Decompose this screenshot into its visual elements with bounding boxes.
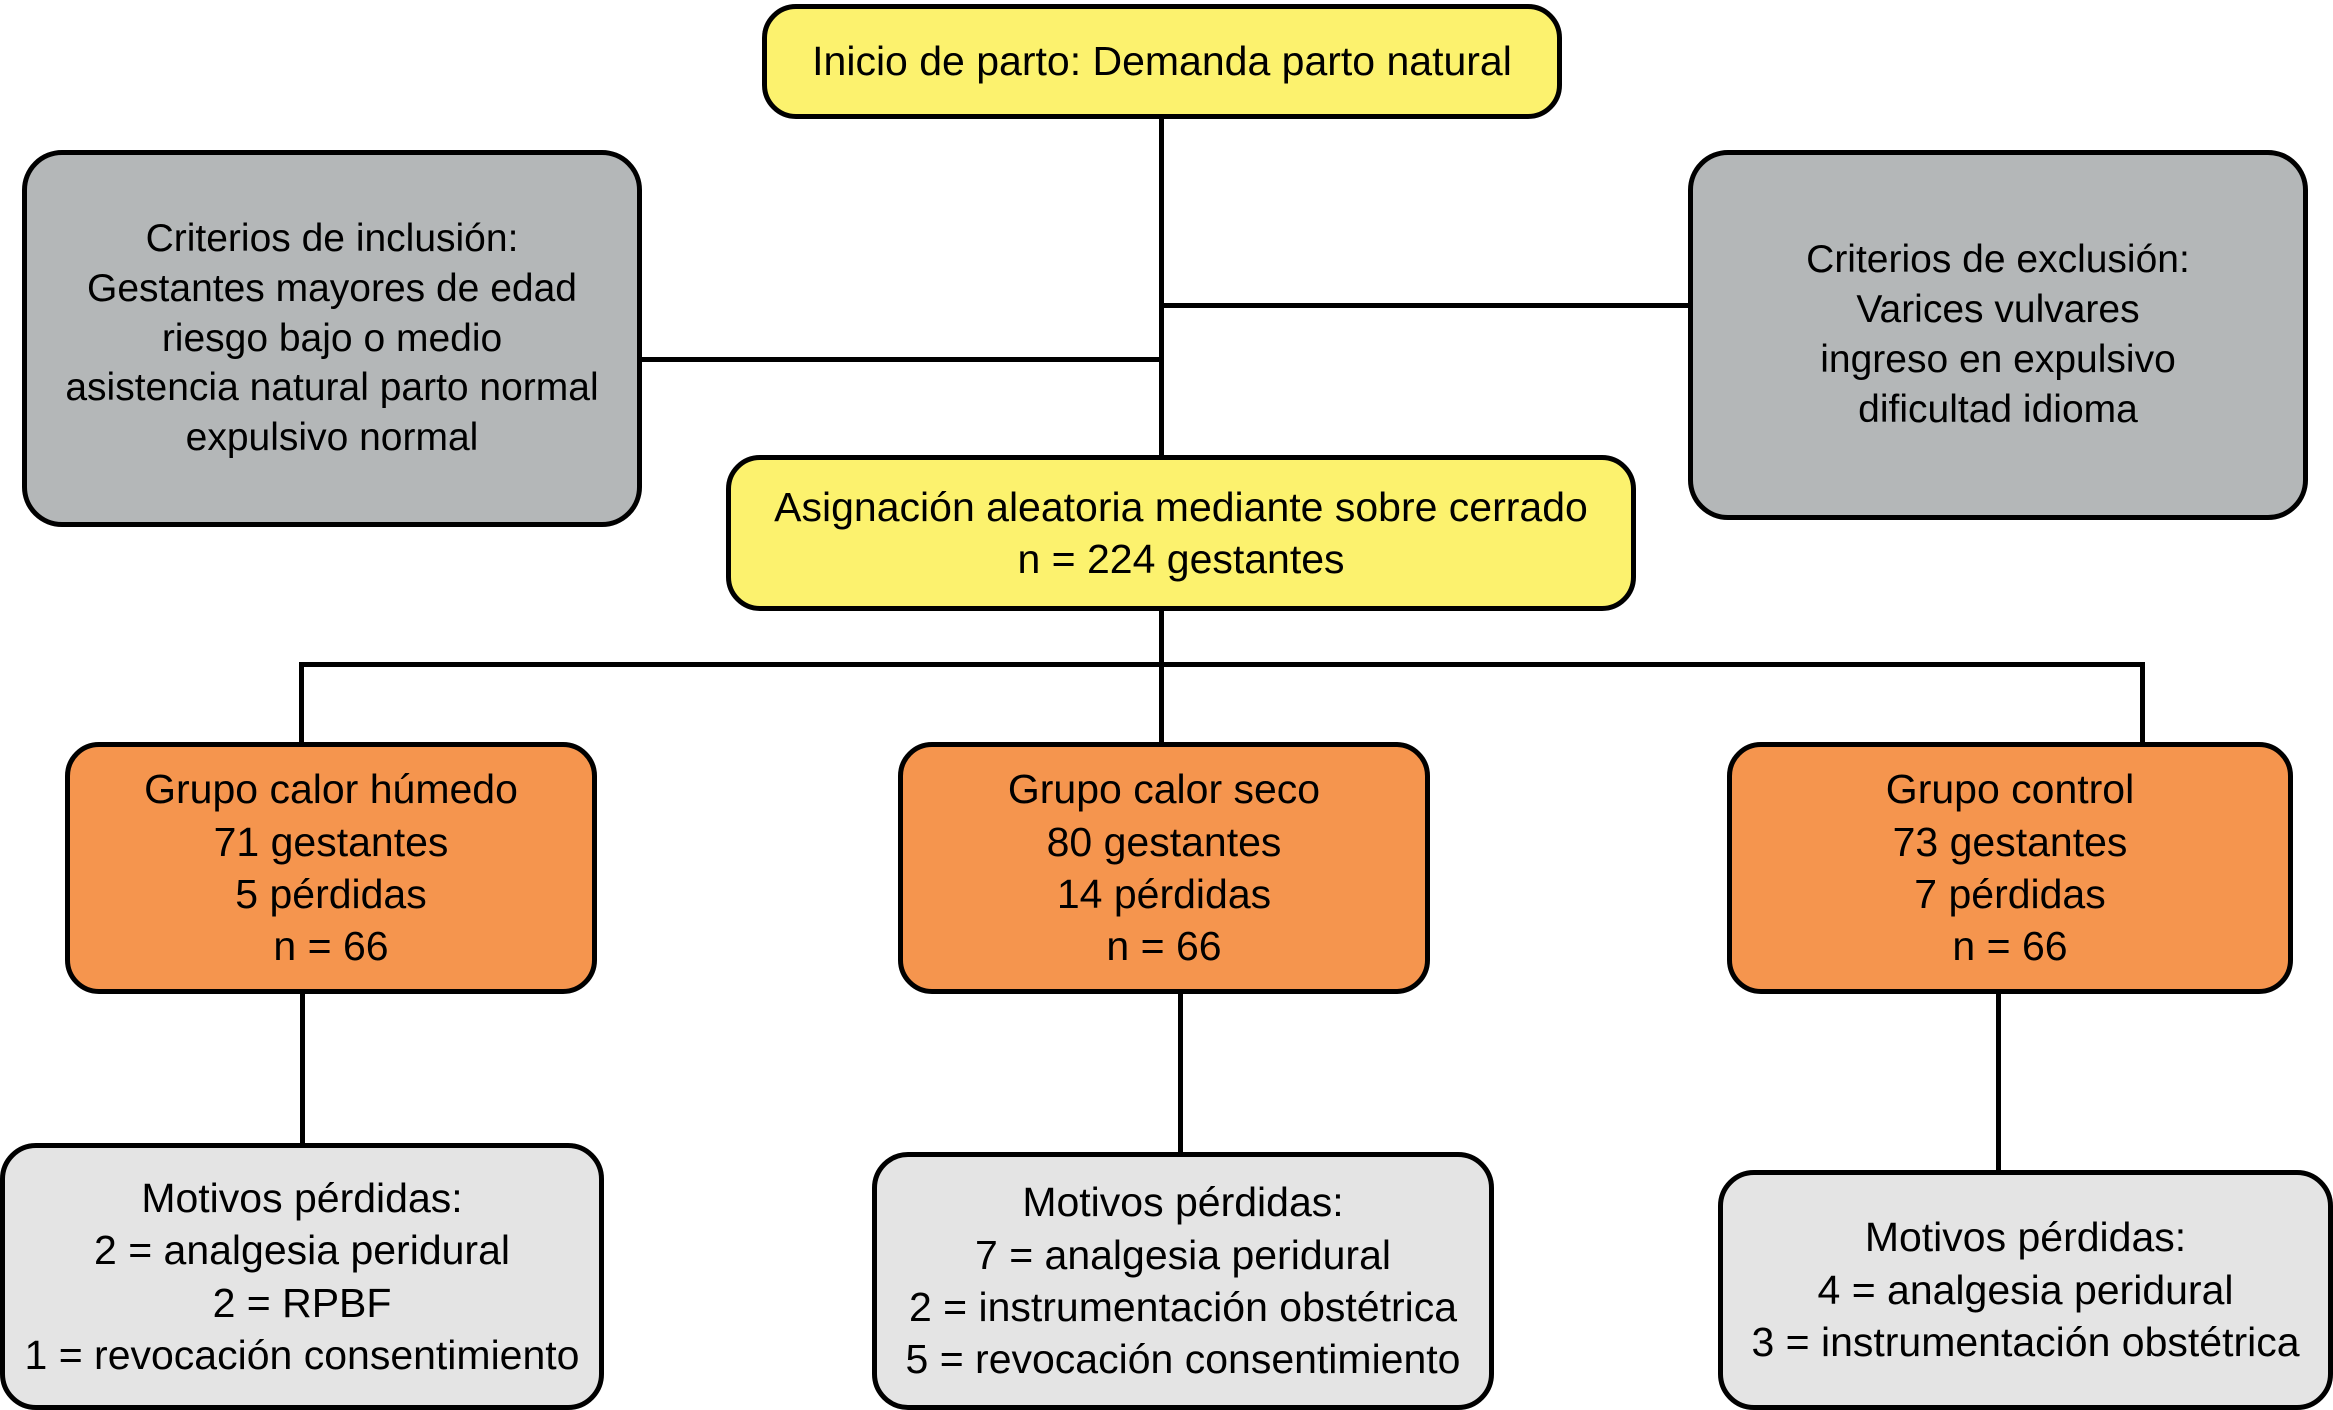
connector-to-inclusion (637, 357, 1164, 362)
connector-randomization-stem (1159, 609, 1164, 667)
connector-branch-to-group-dry (1159, 662, 1164, 746)
node-group-dry-heat-line-2: 80 gestantes (1046, 818, 1282, 865)
node-exclusion-line-3: ingreso en expulsivo (1820, 338, 2176, 381)
node-group-dry-heat-line-1: Grupo calor seco (1007, 766, 1321, 813)
connector-group-branch-bar (299, 662, 2145, 667)
node-group-control-line-2: 73 gestantes (1892, 818, 2128, 865)
node-exclusion-line-2: Varices vulvares (1856, 288, 2140, 332)
node-randomization-line-1: Asignación aleatoria mediante sobre cerr… (774, 483, 1588, 530)
connector-start-to-randomization (1159, 117, 1164, 457)
node-group-moist-heat-line-2: 71 gestantes (213, 818, 449, 865)
node-losses-control-line-2: 4 = analgesia peridural (1817, 1266, 2234, 1313)
node-group-control: Grupo control 73 gestantes 7 pérdidas n … (1727, 742, 2293, 994)
node-losses-dry-heat-line-4: 5 = revocación consentimiento (905, 1336, 1461, 1383)
connector-branch-to-group-control (2140, 662, 2145, 746)
node-group-control-line-4: n = 66 (1952, 923, 2068, 970)
node-group-dry-heat: Grupo calor seco 80 gestantes 14 pérdida… (898, 742, 1430, 994)
node-start-line-1: Inicio de parto: Demanda parto natural (812, 38, 1512, 85)
node-randomization-line-2: n = 224 gestantes (1017, 536, 1345, 582)
node-losses-moist-heat-line-2: 2 = analgesia peridural (94, 1227, 510, 1274)
node-inclusion-line-3: riesgo bajo o medio (161, 316, 503, 360)
node-losses-moist-heat: Motivos pérdidas: 2 = analgesia peridura… (0, 1143, 604, 1410)
node-group-moist-heat-line-4: n = 66 (273, 923, 389, 970)
connector-group-dry-to-loss (1178, 990, 1183, 1158)
node-losses-control-line-3: 3 = instrumentación obstétrica (1751, 1319, 2300, 1366)
node-inclusion-line-1: Criterios de inclusión: (145, 216, 519, 260)
connector-group-control-to-loss (1996, 990, 2001, 1176)
node-losses-dry-heat: Motivos pérdidas: 7 = analgesia peridura… (872, 1152, 1494, 1410)
node-losses-dry-heat-line-1: Motivos pérdidas: (1022, 1179, 1344, 1226)
node-start: Inicio de parto: Demanda parto natural (762, 4, 1562, 119)
node-inclusion-line-4: asistencia natural parto normal (65, 366, 599, 410)
node-group-dry-heat-line-4: n = 66 (1106, 923, 1222, 970)
node-group-control-line-1: Grupo control (1885, 766, 2135, 813)
node-group-moist-heat: Grupo calor húmedo 71 gestantes 5 pérdid… (65, 742, 597, 994)
node-inclusion-criteria: Criterios de inclusión: Gestantes mayore… (22, 150, 642, 527)
node-losses-moist-heat-line-3: 2 = RPBF (212, 1279, 392, 1326)
node-exclusion-line-1: Criterios de exclusión: (1806, 238, 2190, 282)
node-group-dry-heat-line-3: 14 pérdidas (1056, 871, 1272, 917)
node-exclusion-line-4: dificultad idioma (1858, 387, 2138, 431)
node-randomization: Asignación aleatoria mediante sobre cerr… (726, 455, 1636, 611)
node-inclusion-line-5: expulsivo normal (185, 416, 479, 460)
node-losses-dry-heat-line-3: 2 = instrumentación obstétrica (908, 1284, 1458, 1330)
node-group-moist-heat-line-3: 5 pérdidas (235, 871, 427, 917)
node-group-moist-heat-line-1: Grupo calor húmedo (144, 766, 518, 813)
node-losses-dry-heat-line-2: 7 = analgesia peridural (975, 1231, 1391, 1278)
node-exclusion-criteria: Criterios de exclusión: Varices vulvares… (1688, 150, 2308, 520)
node-losses-moist-heat-line-4: 1 = revocación consentimiento (24, 1331, 580, 1378)
node-group-control-line-3: 7 pérdidas (1914, 871, 2106, 917)
node-inclusion-line-2: Gestantes mayores de edad (87, 266, 577, 310)
node-losses-control-line-1: Motivos pérdidas: (1864, 1214, 2187, 1261)
node-losses-control: Motivos pérdidas: 4 = analgesia peridura… (1718, 1170, 2333, 1410)
connector-to-exclusion (1159, 303, 1693, 308)
node-losses-moist-heat-line-1: Motivos pérdidas: (141, 1174, 463, 1221)
connector-branch-to-group-wet (299, 662, 304, 746)
connector-group-wet-to-loss (300, 990, 305, 1148)
